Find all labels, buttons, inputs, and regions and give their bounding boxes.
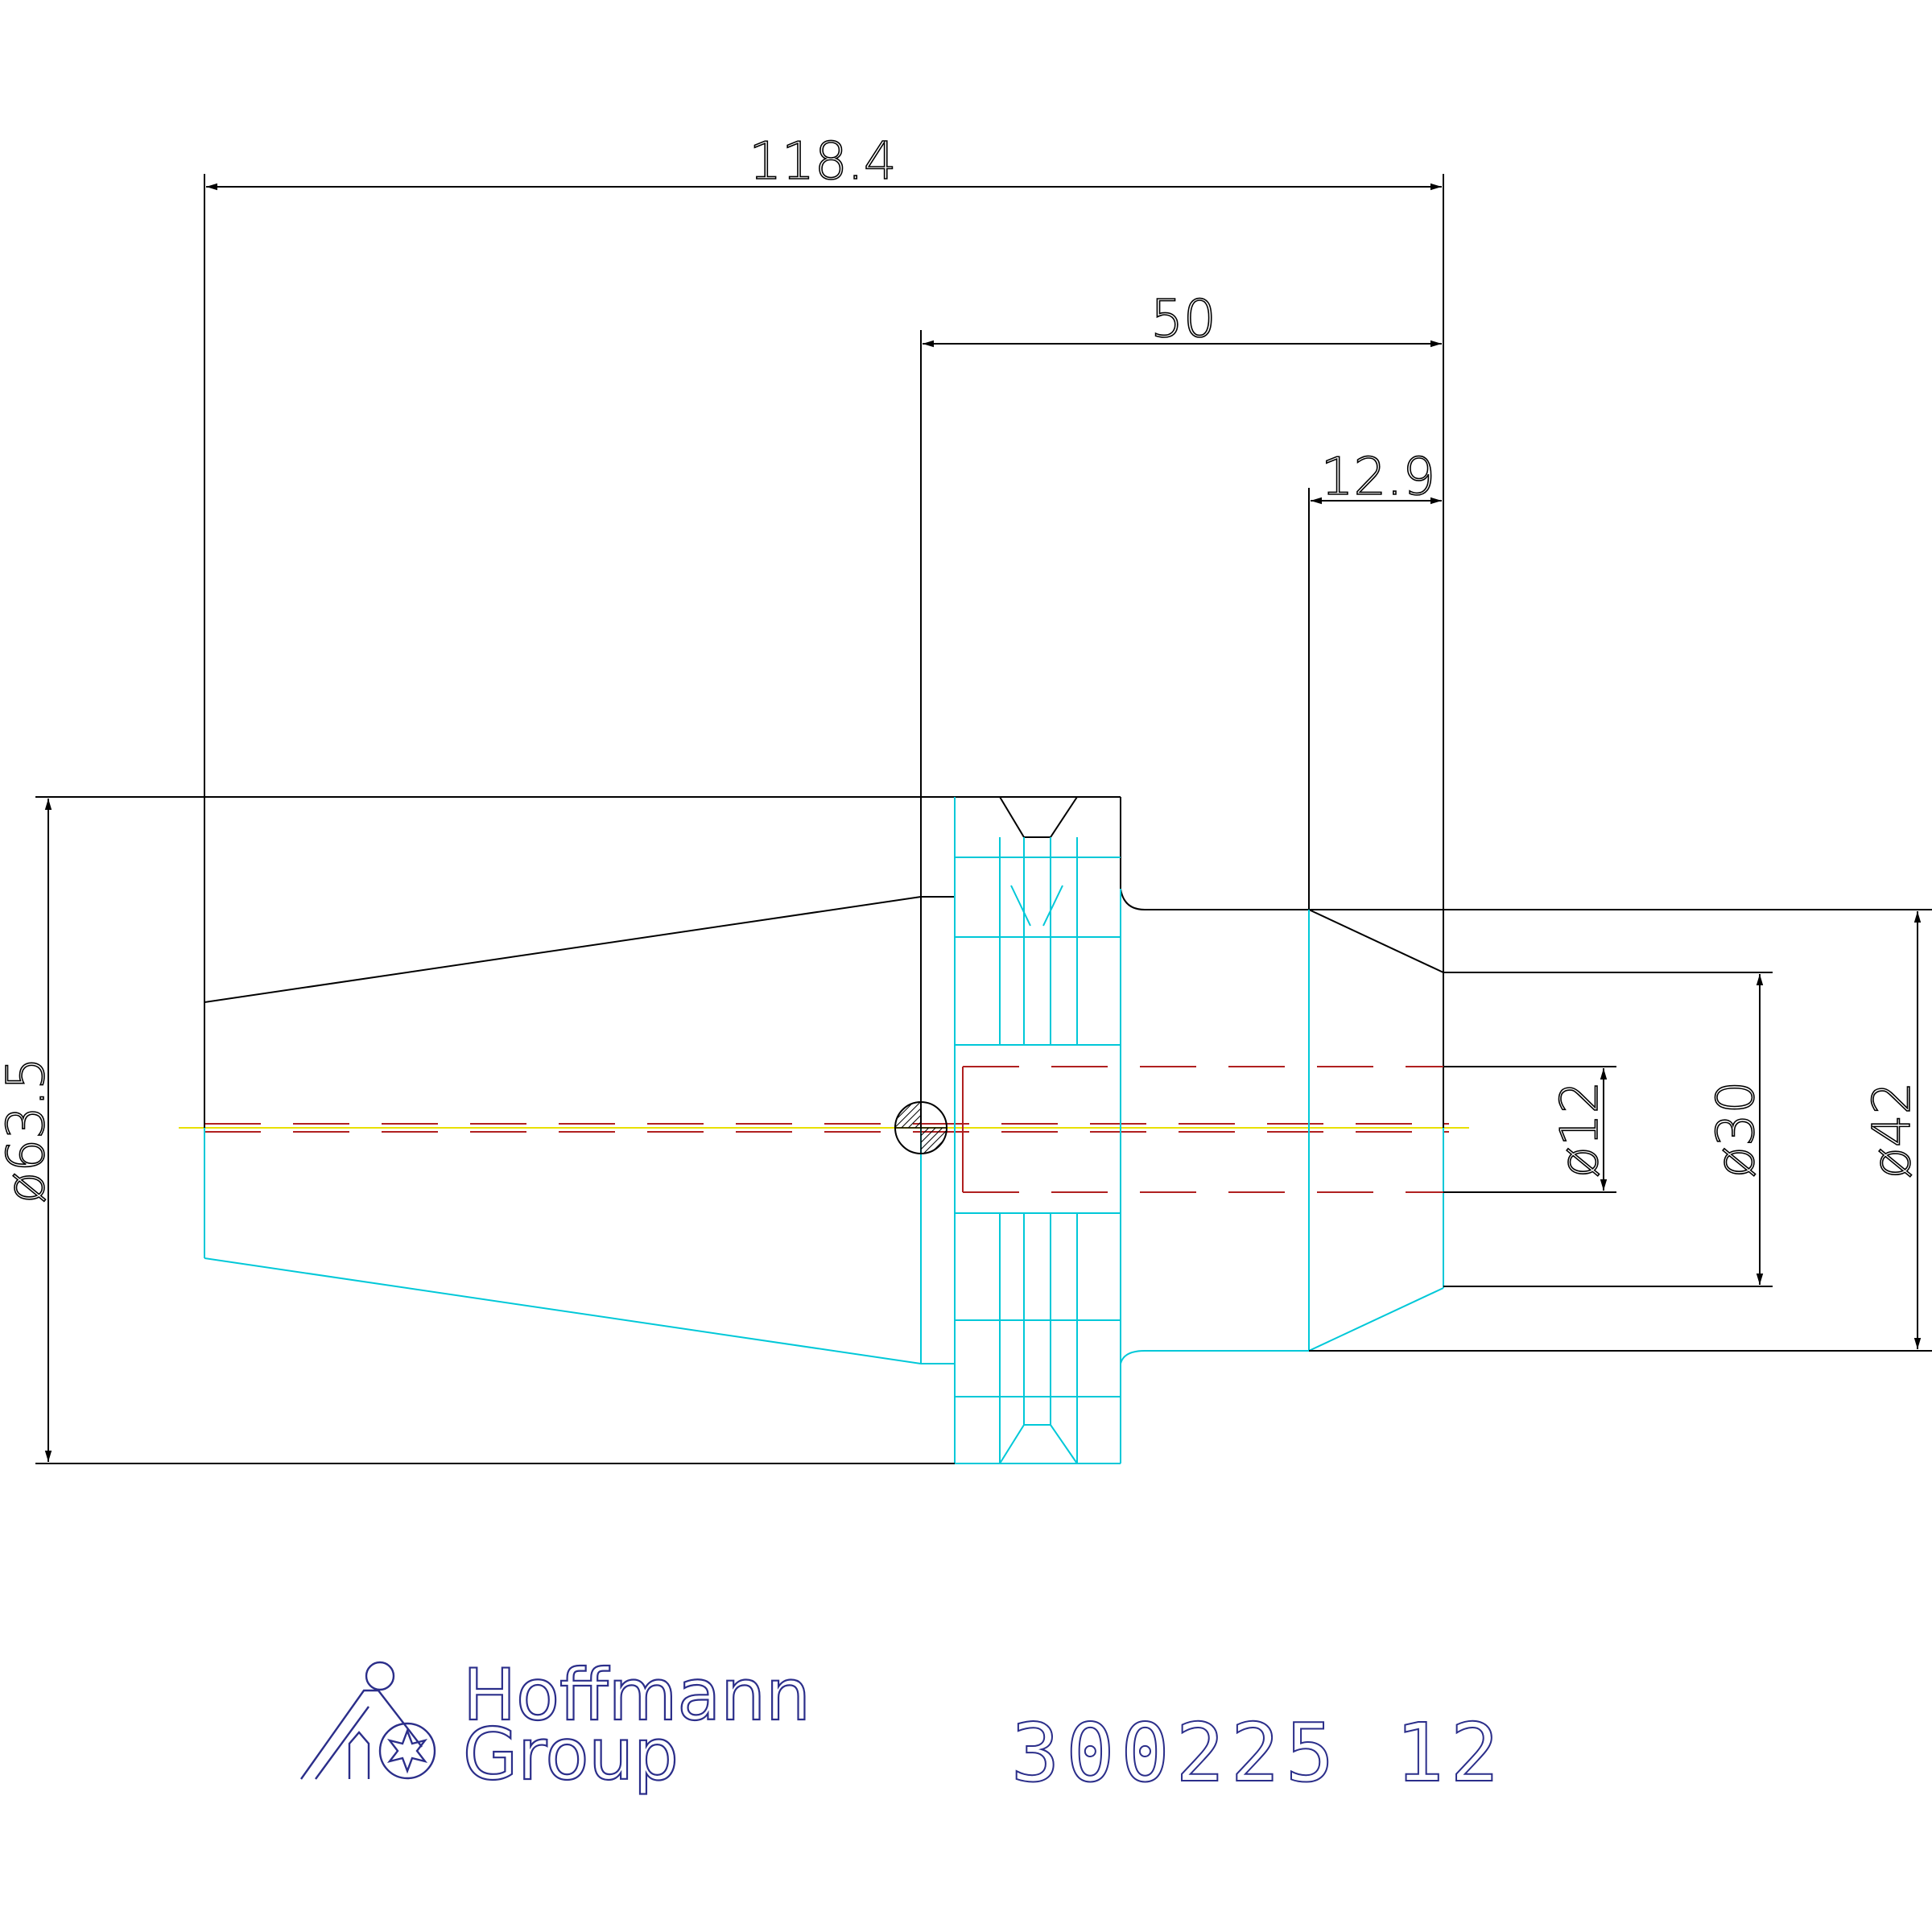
dimension-label-bore-diameter: ø12	[1550, 1081, 1610, 1179]
dimension-label-flange-diameter: ø63.5	[0, 1057, 56, 1203]
dimension-flange-diameter	[35, 799, 955, 1464]
dimension-label-overall-length: 118.4	[749, 132, 896, 192]
hoffmann-logo-icon	[300, 1661, 436, 1780]
dimension-body-diameter	[1309, 911, 1932, 1352]
dimension-label-nose-length: 12.9	[1321, 448, 1436, 507]
dimension-label-nose-diameter: ø30	[1707, 1081, 1766, 1179]
holder-outline-upper	[35, 796, 1932, 1193]
part-number: 300225 12	[1011, 1706, 1505, 1800]
dimension-flange-offset	[920, 330, 1442, 1127]
logo-text-line2: Group	[463, 1713, 679, 1796]
logo-text-line1: Hoffmann	[463, 1653, 811, 1736]
gauge-point-symbol	[894, 1101, 947, 1154]
bore-outline	[962, 1066, 1443, 1193]
dimension-nose-diameter	[1443, 974, 1773, 1287]
dimension-label-flange-offset: 50	[1150, 290, 1216, 349]
holder-outline-lower	[204, 797, 1444, 1464]
dimension-label-body-diameter: ø42	[1863, 1082, 1922, 1179]
dimension-nose-length	[1308, 488, 1442, 910]
dimension-overall-length	[204, 174, 1444, 1127]
dimension-bore-diameter	[1443, 1066, 1616, 1193]
